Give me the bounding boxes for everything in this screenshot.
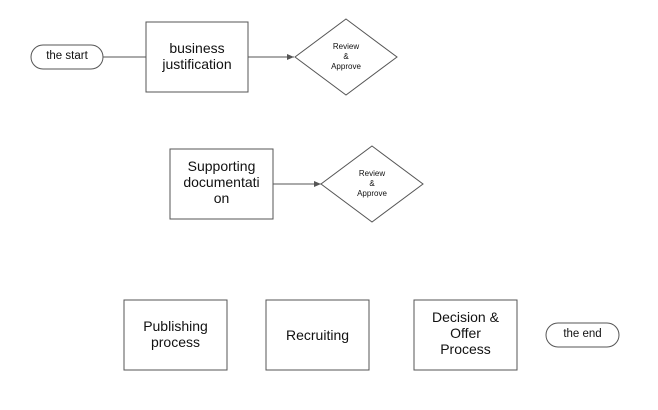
supporting-documentation-box[interactable] xyxy=(169,148,274,220)
start-label: the start xyxy=(46,50,88,62)
start-terminator-shape[interactable] xyxy=(30,44,104,70)
publishing-process-box[interactable] xyxy=(123,299,228,371)
business-justification-label: business justification xyxy=(162,40,232,73)
publishing-process-label: Publishing process xyxy=(143,318,208,351)
supporting-documentation-label: Supporting documentati on xyxy=(183,158,260,207)
end-terminator-shape[interactable] xyxy=(545,322,620,348)
review-approve-diamond-2[interactable] xyxy=(320,145,424,223)
decision-offer-process-box[interactable] xyxy=(413,299,518,371)
recruiting-label: Recruiting xyxy=(285,327,350,343)
business-justification-box[interactable] xyxy=(145,21,249,93)
recruiting-box[interactable] xyxy=(265,299,370,371)
review-approve-label-2: Review & Approve xyxy=(357,169,387,198)
end-label: the end xyxy=(563,328,602,340)
review-approve-label-1: Review & Approve xyxy=(331,42,361,71)
review-approve-diamond-1[interactable] xyxy=(294,18,398,96)
decision-offer-process-label: Decision & Offer Process xyxy=(432,309,499,358)
